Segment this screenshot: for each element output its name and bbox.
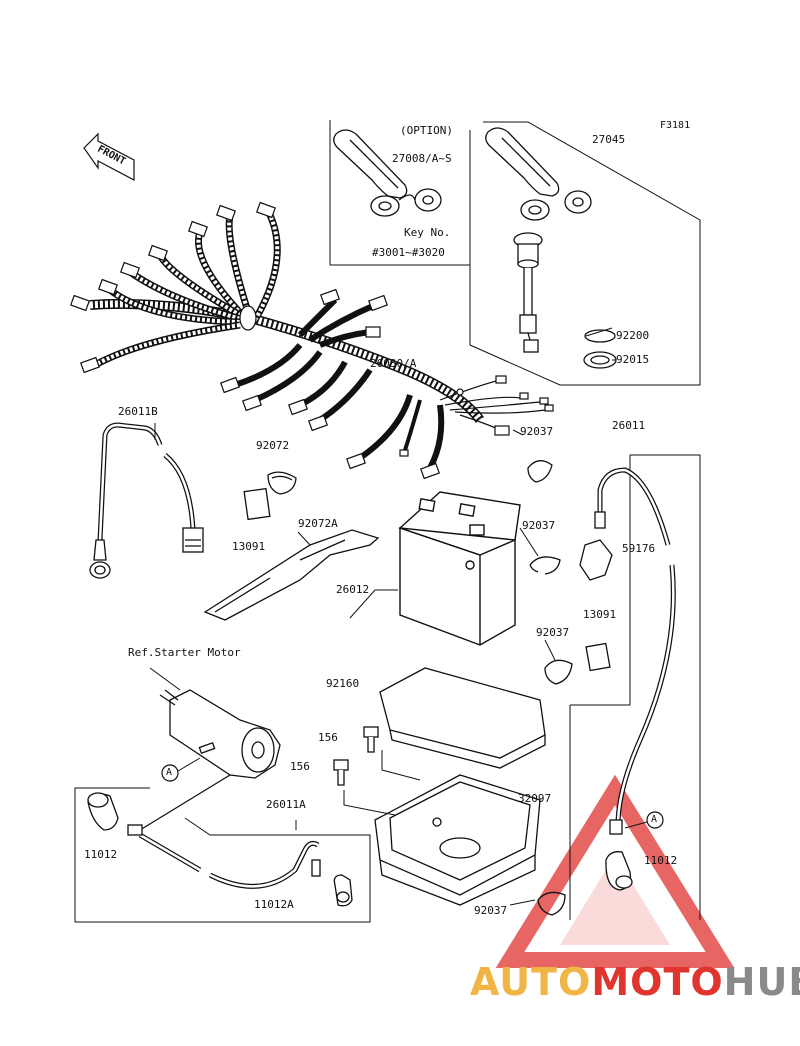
marker-a-circles <box>161 764 664 829</box>
battery-26012 <box>398 491 521 646</box>
marker-a-left: A <box>166 767 173 778</box>
part-92015: 92015 <box>616 353 650 366</box>
cable-26011A-box <box>74 787 371 923</box>
cable-26011 <box>579 467 676 835</box>
watermark-triangle <box>495 774 735 968</box>
part-13091-a: 13091 <box>232 540 266 553</box>
starter-motor <box>159 689 281 779</box>
strap-92072A <box>203 529 380 621</box>
ring-92200 <box>584 329 616 343</box>
part-32097: 32097 <box>518 792 552 805</box>
part-156-b: 156 <box>290 760 310 773</box>
pad-13091 <box>243 487 271 521</box>
watermark-logo: AUTOMOTOHUB <box>470 960 800 1004</box>
option-part: 27008/A~S <box>392 152 452 165</box>
part-92037-c: 92037 <box>536 626 570 639</box>
band-92037-d <box>537 891 566 916</box>
option-title: (OPTION) <box>400 124 453 137</box>
watermark-moto: MOTO <box>591 960 724 1004</box>
part-92037-a: 92037 <box>520 425 554 438</box>
key-no-label: Key No. <box>404 226 451 239</box>
cable-26011-box <box>569 454 701 920</box>
cap-11012A <box>333 874 353 907</box>
part-92037-b: 92037 <box>522 519 556 532</box>
nut-92015 <box>583 351 617 369</box>
band-92037-a <box>527 460 553 483</box>
part-11012-right: 11012 <box>644 854 678 867</box>
front-arrow-icon <box>83 132 135 181</box>
part-92072: 92072 <box>256 439 290 452</box>
part-92072A: 92072A <box>298 517 338 530</box>
part-92200: 92200 <box>616 329 650 342</box>
part-59176: 59176 <box>622 542 656 555</box>
leader-lines <box>149 327 616 906</box>
case-32097 <box>374 774 541 906</box>
ref-starter-motor: Ref.Starter Motor <box>128 646 241 659</box>
part-11012A: 11012A <box>254 898 294 911</box>
cable-26011B <box>89 422 204 579</box>
bolt-156-b <box>333 759 349 786</box>
pad-92160 <box>379 667 546 769</box>
part-13091-b: 13091 <box>583 608 617 621</box>
figure-code: F3181 <box>660 120 691 131</box>
part-27045: 27045 <box>592 133 626 146</box>
option-box <box>329 120 471 266</box>
part-26011A: 26011A <box>266 798 306 811</box>
part-26030A: 26030/A <box>370 357 417 370</box>
band-92072 <box>267 471 297 495</box>
pad-13091-b <box>585 642 611 672</box>
band-92037-b <box>529 556 561 575</box>
part-26012: 26012 <box>336 583 370 596</box>
ignition-key-drawing <box>485 127 592 353</box>
band-92037-c <box>544 659 573 685</box>
option-key-drawing <box>333 129 442 217</box>
part-26011: 26011 <box>612 419 646 432</box>
marker-a-right: A <box>651 814 658 825</box>
watermark-hub: HUB <box>723 960 800 1004</box>
harness-connectors <box>70 201 554 480</box>
part-92160: 92160 <box>326 677 360 690</box>
part-156-a: 156 <box>318 731 338 744</box>
ignition-box <box>469 121 701 386</box>
watermark-auto: AUTO <box>470 960 592 1004</box>
cap-11012-right <box>605 851 633 891</box>
cap-11012-left <box>87 792 119 831</box>
part-92037-d: 92037 <box>474 904 508 917</box>
cable-26011A <box>127 774 321 889</box>
key-range: #3001~#3020 <box>372 246 445 259</box>
bolt-156-a <box>363 726 379 753</box>
part-26011B: 26011B <box>118 405 158 418</box>
part-11012-left: 11012 <box>84 848 118 861</box>
